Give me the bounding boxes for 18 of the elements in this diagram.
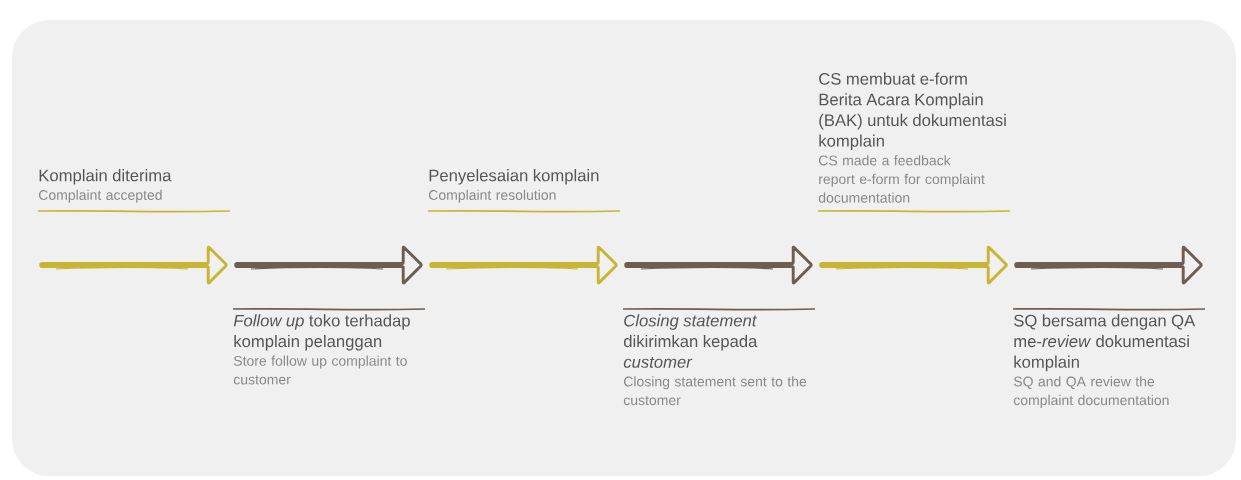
step-heading: SQ bersama dengan QA me-review dokumentasi komplain	[1014, 314, 1196, 372]
step-heading: Follow up toko terhadap komplain pelanggan	[233, 314, 410, 351]
step-arrow	[1012, 245, 1206, 408]
step-description: Complaint resolution	[429, 189, 556, 203]
step-description: SQ and QA review the complaint documentation	[1013, 376, 1169, 408]
step-arrow	[232, 245, 426, 385]
step-description: Complaint accepted	[39, 189, 162, 203]
step-heading: Penyelesaian komplain	[429, 169, 599, 185]
step-heading: CS membuat e-form Berita Acara Komplain (BAK) untuk dokumentasi komplain	[819, 72, 1006, 151]
step-arrow	[817, 72, 1011, 285]
step-arrow	[427, 169, 621, 285]
step-description: CS made a feedback report e-form for complaint documentation	[818, 155, 985, 203]
step-heading: Closing statement dikirimkan kepada customer	[623, 314, 758, 368]
step-arrow	[37, 169, 231, 285]
step-description: Closing statement sent to the customer	[623, 376, 807, 406]
step-arrow	[622, 245, 816, 406]
step-description: Store follow up complaint to customer	[233, 355, 407, 385]
step-heading: Komplain diterima	[39, 169, 172, 185]
